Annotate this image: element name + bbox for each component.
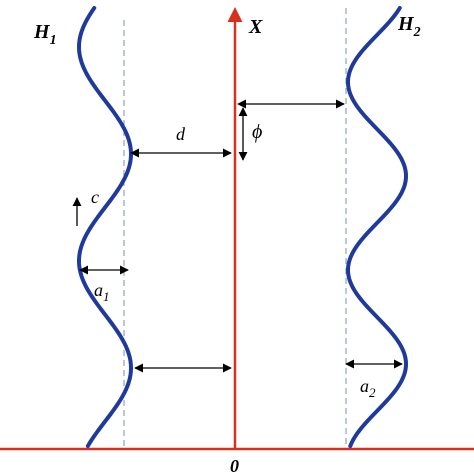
label-h2: H2 (397, 13, 421, 40)
label-h1-sub: 1 (50, 33, 57, 48)
label-a2-sub: 2 (369, 385, 376, 400)
label-h1: H1 (33, 21, 57, 48)
label-a2-main: a (360, 376, 369, 396)
label-a1-sub: 1 (103, 289, 110, 304)
label-h2-main: H (397, 13, 415, 35)
label-phi: ϕ (252, 121, 262, 143)
label-a1-main: a (94, 280, 103, 300)
label-d: d (176, 124, 186, 144)
wall-h1 (77, 6, 134, 448)
wall-h2 (345, 6, 409, 448)
label-h1-main: H (33, 21, 51, 43)
label-h2-sub: 2 (413, 25, 421, 40)
label-x-axis: X (248, 16, 263, 38)
label-c: c (91, 187, 99, 207)
label-a2: a2 (360, 376, 376, 400)
label-a1: a1 (94, 280, 110, 304)
label-origin: 0 (230, 456, 239, 474)
